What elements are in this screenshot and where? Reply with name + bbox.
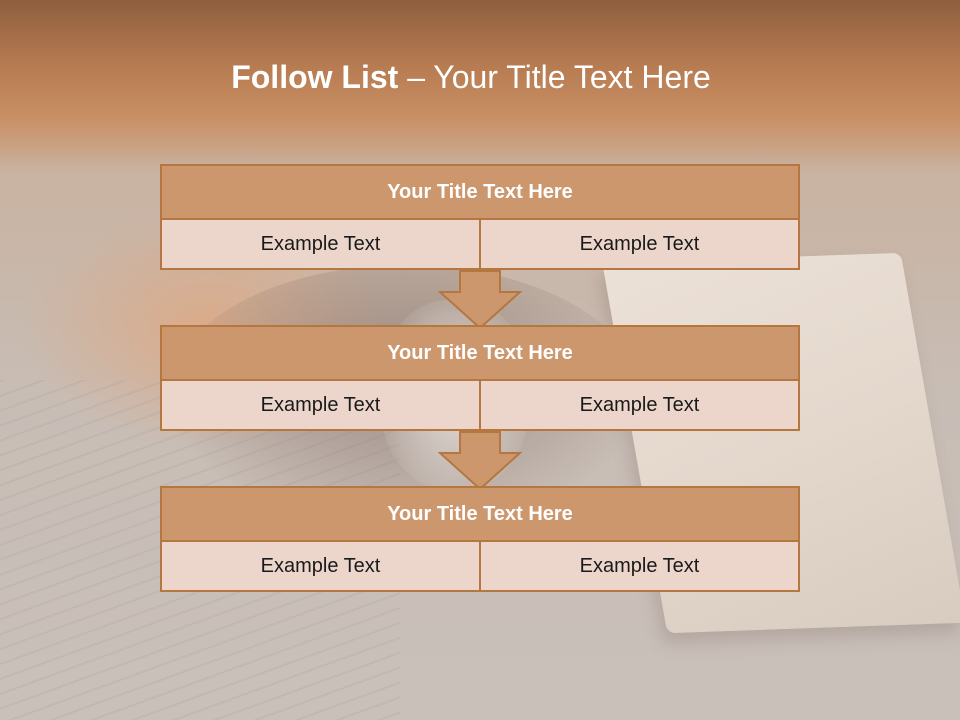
step-left-text[interactable]: Example Text (160, 542, 481, 592)
step-right-text[interactable]: Example Text (481, 381, 800, 431)
step-row: Example Text Example Text (160, 542, 800, 592)
slide-title-rest: – Your Title Text Here (407, 59, 711, 95)
step-block-1: Your Title Text Here Example Text Exampl… (160, 164, 800, 270)
step-block-3: Your Title Text Here Example Text Exampl… (160, 486, 800, 592)
step-row: Example Text Example Text (160, 220, 800, 270)
slide-title-bold: Follow List (231, 59, 408, 95)
step-title[interactable]: Your Title Text Here (160, 325, 800, 381)
step-row: Example Text Example Text (160, 381, 800, 431)
down-arrow-icon (438, 431, 522, 491)
slide-title: Follow List – Your Title Text Here (0, 52, 942, 102)
step-title[interactable]: Your Title Text Here (160, 486, 800, 542)
step-title[interactable]: Your Title Text Here (160, 164, 800, 220)
down-arrow-icon (438, 270, 522, 330)
step-left-text[interactable]: Example Text (160, 220, 481, 270)
header-band (0, 0, 960, 170)
step-left-text[interactable]: Example Text (160, 381, 481, 431)
step-block-2: Your Title Text Here Example Text Exampl… (160, 325, 800, 431)
step-right-text[interactable]: Example Text (481, 542, 800, 592)
step-right-text[interactable]: Example Text (481, 220, 800, 270)
